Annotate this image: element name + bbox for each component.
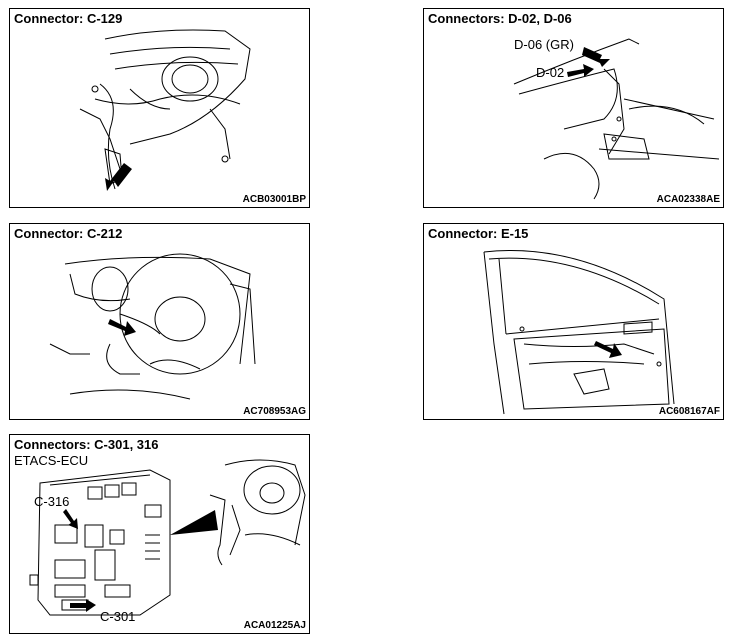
- figure-panel-d02-d06: Connectors: D-02, D-06 D-06 (GR) D-02 AC…: [423, 8, 724, 208]
- panel-title: Connector: C-129: [14, 11, 123, 26]
- callout-d06: D-06 (GR): [514, 37, 574, 52]
- figure-code: AC708953AG: [243, 406, 306, 417]
- door-wiring-illustration: [424, 9, 723, 207]
- figure-panel-e15: Connector: E-15 AC608167AF: [423, 223, 724, 420]
- callout-d02: D-02: [536, 65, 565, 80]
- figure-panel-c129: Connector: C-129 ACB03001BP: [9, 8, 310, 208]
- panel-title: Connectors: D-02, D-06: [428, 11, 572, 26]
- callout-c316: C-316: [34, 494, 70, 509]
- callout-c301: C-301: [100, 609, 136, 624]
- dashboard-wiring-illustration: [10, 9, 309, 191]
- panel-title: Connector: E-15: [428, 226, 529, 241]
- figure-code: AC608167AF: [658, 406, 720, 417]
- figure-panel-c212: Connector: C-212 AC708953AG: [9, 223, 310, 420]
- arrow-icon: [582, 47, 610, 67]
- etacs-ecu-illustration: [10, 435, 309, 633]
- figure-panel-c301-c316: Connectors: C-301, 316 ETACS-ECU C-316 C…: [9, 434, 310, 634]
- front-door-illustration: [424, 224, 723, 419]
- arrow-icon: [105, 163, 132, 191]
- panel-title: Connectors: C-301, 316: [14, 437, 159, 452]
- arrow-icon: [108, 319, 136, 336]
- callout-etacs-ecu: ETACS-ECU: [14, 453, 89, 468]
- steering-column-illustration: [10, 224, 309, 419]
- leader-wedge: [170, 510, 218, 535]
- figure-code: ACB03001BP: [242, 194, 306, 205]
- arrow-icon: [567, 64, 594, 77]
- figure-code: ACA02338AE: [656, 194, 720, 205]
- arrow-icon: [594, 341, 622, 358]
- figure-code: ACA01225AJ: [243, 620, 306, 631]
- panel-title: Connector: C-212: [14, 226, 123, 241]
- arrow-icon: [70, 599, 96, 612]
- arrow-icon: [63, 509, 78, 529]
